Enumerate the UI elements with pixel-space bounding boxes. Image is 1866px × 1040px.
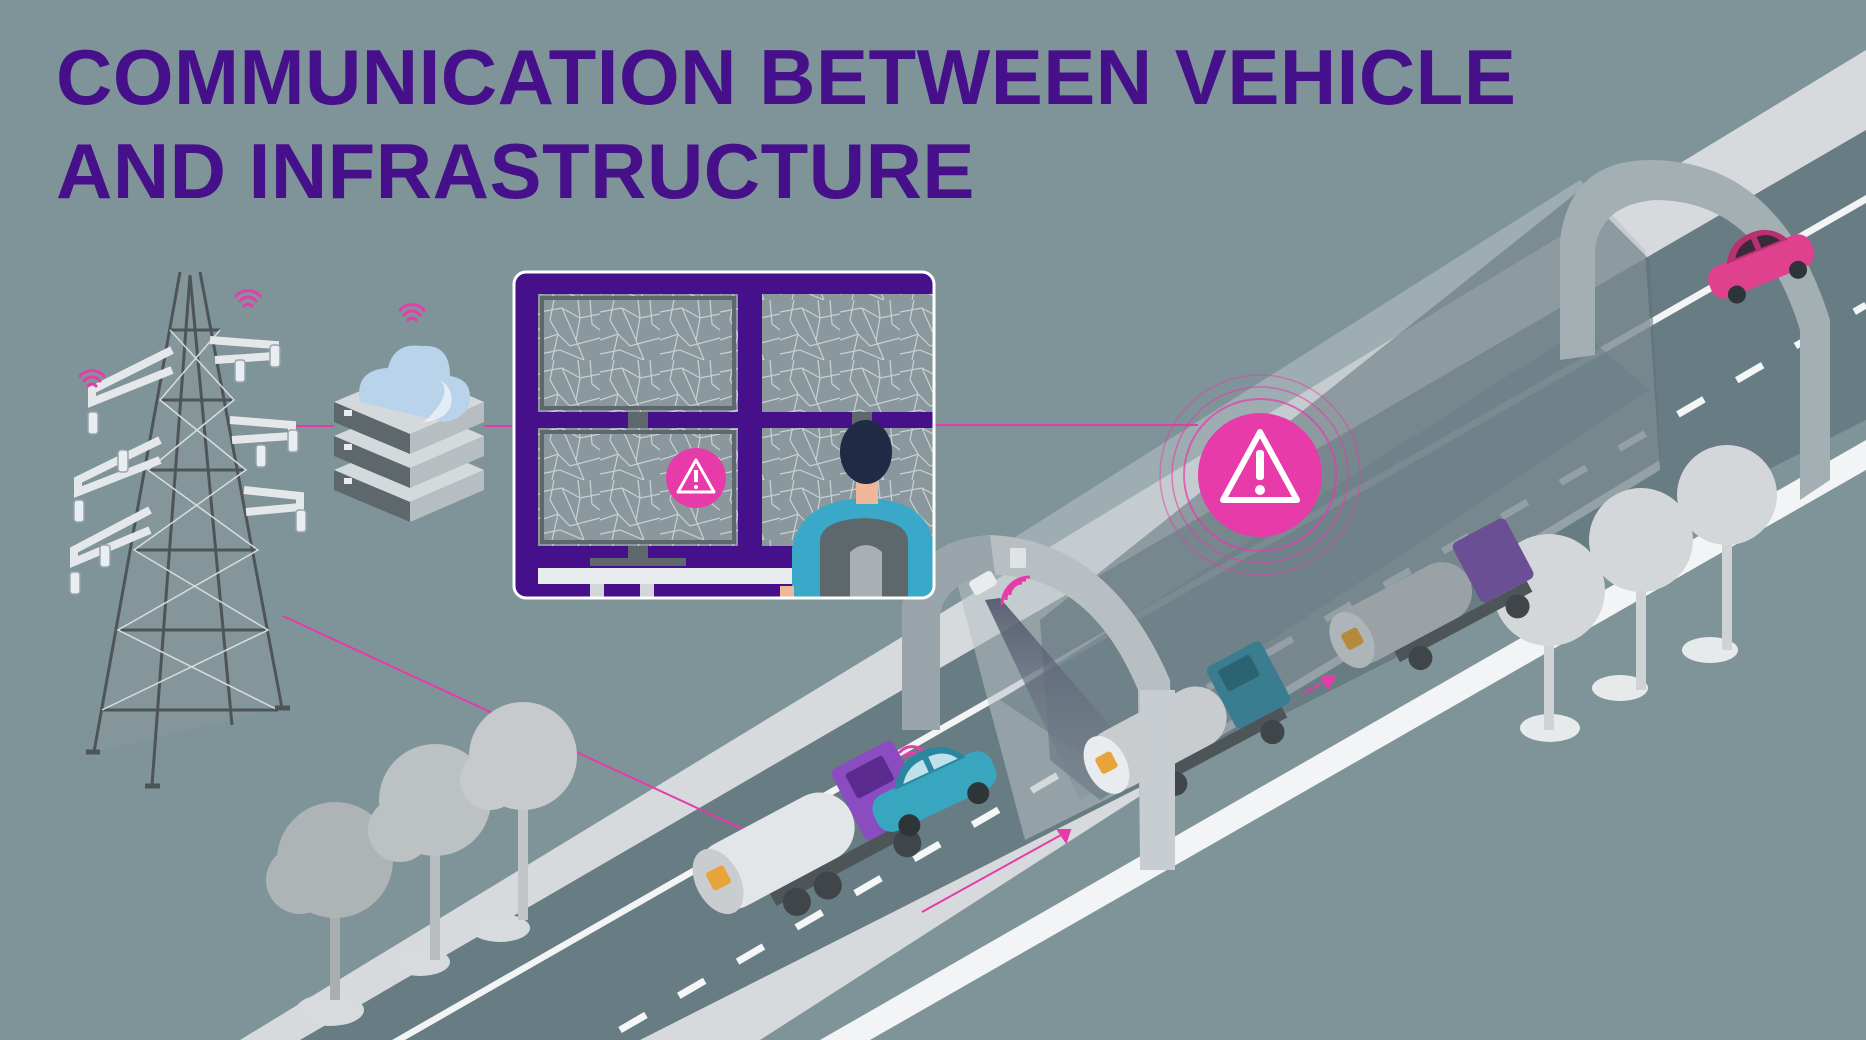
cloud-server-icon: [334, 345, 484, 522]
page-title: COMMUNICATION BETWEEN VEHICLE AND INFRAS…: [56, 30, 1516, 218]
control-room-monitor-icon: [512, 270, 936, 600]
title-line-1: COMMUNICATION BETWEEN VEHICLE: [56, 33, 1517, 121]
tunnel-pillar: [1140, 690, 1175, 870]
car-icon: [1707, 229, 1815, 304]
tree-icon: [1493, 445, 1777, 742]
power-tower-icon: [69, 271, 307, 789]
warning-icon: [1159, 374, 1361, 576]
tanker-truck-icon: [1329, 518, 1534, 671]
title-line-2: AND INFRASTRUCTURE: [56, 127, 975, 215]
car-icon: [872, 747, 997, 837]
tanker-truck-icon: [692, 740, 927, 916]
tree-icon: [266, 702, 577, 1026]
